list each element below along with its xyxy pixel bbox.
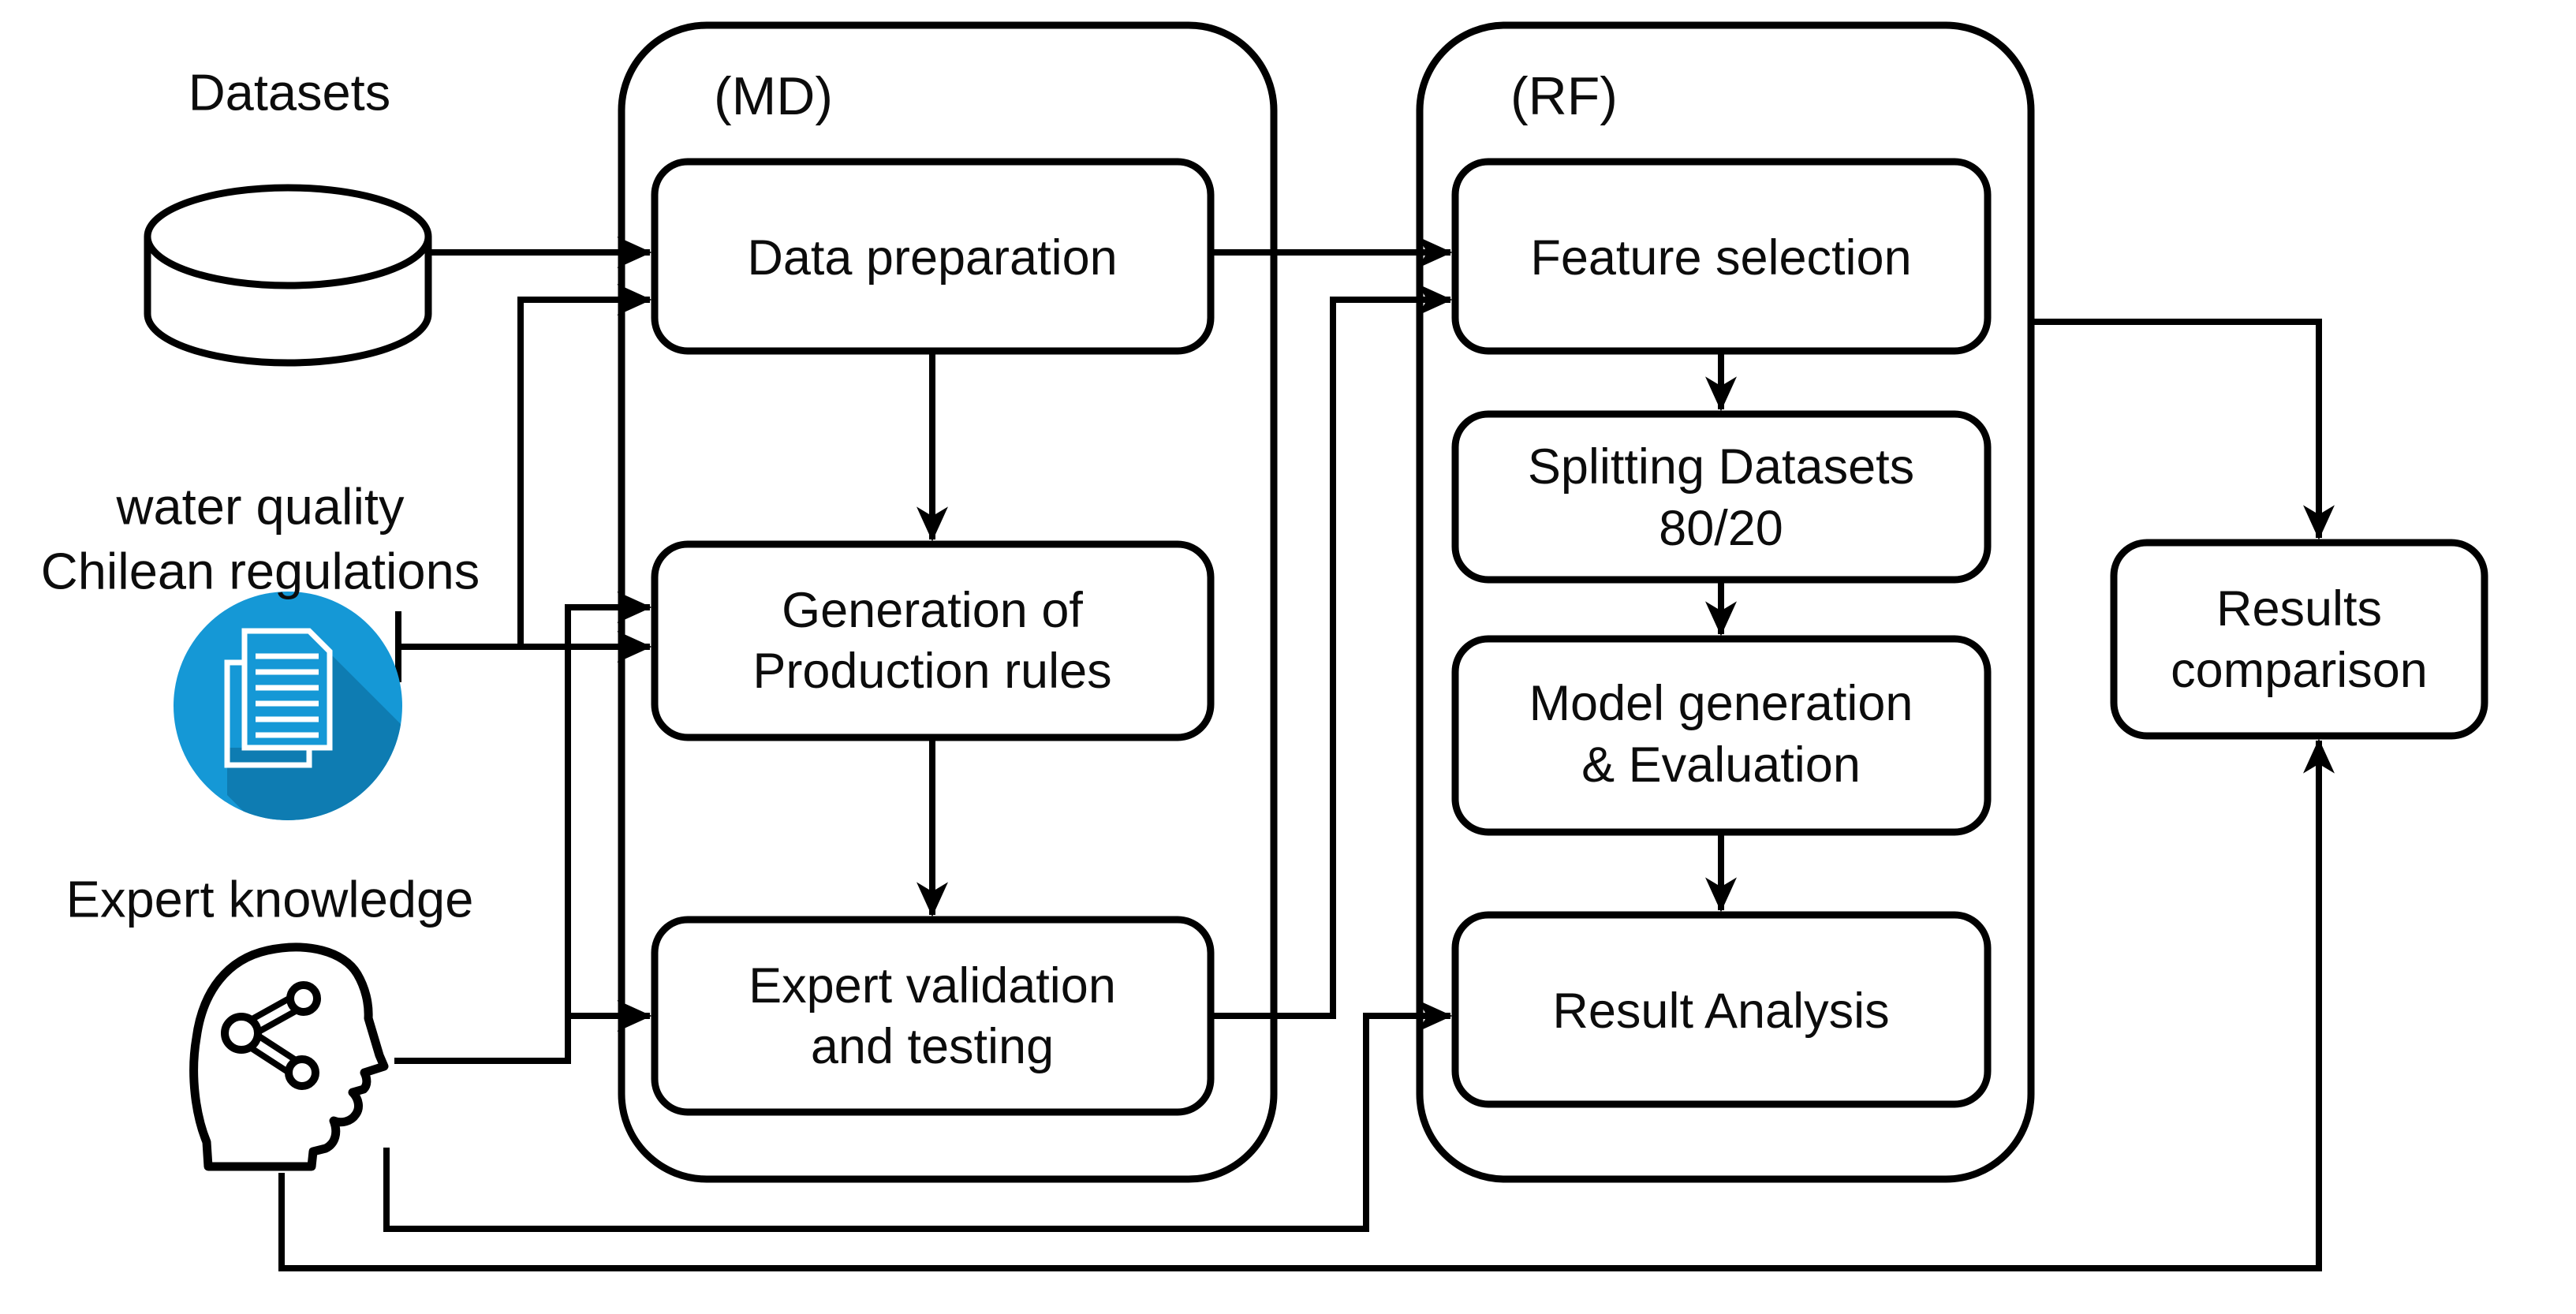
arrow-regulations-to-data-preparation — [517, 284, 652, 647]
regulations-label-line1: water quality — [116, 478, 405, 536]
box-feature-selection — [1451, 158, 1992, 355]
rf-title: (RF) — [1510, 66, 1618, 126]
documents-icon-text-lines — [256, 653, 319, 738]
md-title: (MD) — [714, 66, 833, 126]
model-label-line1: Model generation — [1529, 676, 1913, 731]
arrow-rf-to-results-comparison — [2031, 319, 2335, 540]
box-splitting-datasets — [1451, 410, 1992, 584]
expert-validation-label-line2: and testing — [811, 1019, 1054, 1074]
head-icon — [189, 943, 389, 1171]
box-model-generation — [1451, 635, 1992, 836]
arrow-expert-to-results-comparison — [278, 738, 2335, 1271]
expert-knowledge-label: Expert knowledge — [66, 871, 474, 928]
results-comparison-label-line2: comparison — [2171, 643, 2428, 698]
data-preparation-label: Data preparation — [747, 230, 1117, 286]
splitting-label-line2: 80/20 — [1659, 501, 1783, 556]
share-icon — [221, 981, 321, 1090]
model-label-line2: & Evaluation — [1581, 737, 1861, 793]
box-data-preparation — [651, 158, 1215, 355]
generation-label-line2: Production rules — [752, 644, 1111, 699]
arrow-expert-validation-to-feature-selection — [1211, 284, 1453, 1019]
generation-label-line1: Generation of — [782, 583, 1083, 638]
regulations-label-line2: Chilean regulations — [41, 543, 480, 600]
box-generation — [651, 540, 1215, 741]
box-result-analysis — [1451, 911, 1992, 1108]
database-icon — [144, 184, 432, 367]
arrow-expert-to-result-analysis — [383, 1000, 1453, 1232]
datasets-label: Datasets — [189, 64, 391, 121]
results-comparison-label-line1: Results — [2216, 581, 2382, 636]
arrow-expert-to-generation — [394, 592, 652, 1064]
feature-selection-label: Feature selection — [1530, 230, 1911, 286]
expert-validation-label-line1: Expert validation — [749, 958, 1116, 1013]
result-analysis-label: Result Analysis — [1552, 984, 1889, 1039]
box-expert-validation — [651, 916, 1215, 1116]
splitting-label-line1: Splitting Datasets — [1528, 439, 1914, 495]
box-results-comparison — [2110, 539, 2488, 740]
